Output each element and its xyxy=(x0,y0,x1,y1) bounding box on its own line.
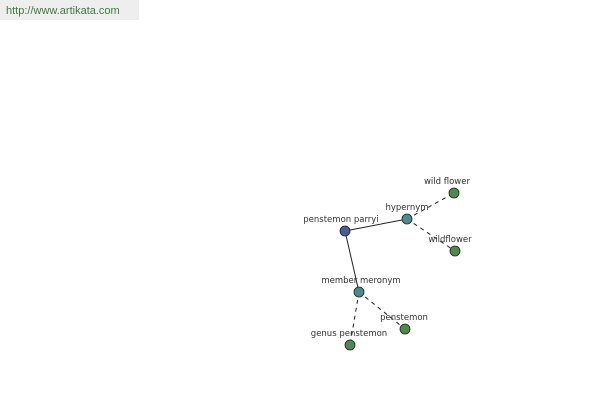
node-penstemon[interactable]: penstemon xyxy=(380,313,428,335)
node-marker-genus-penstemon[interactable] xyxy=(344,339,356,351)
edge-root-to-member-meronym xyxy=(344,230,360,293)
node-label-genus-penstemon: genus penstemon xyxy=(311,329,387,339)
node-hypernym[interactable]: hypernym xyxy=(385,203,429,225)
node-marker-root[interactable] xyxy=(339,225,351,237)
node-marker-penstemon[interactable] xyxy=(399,323,411,335)
edge-member-meronym-to-penstemon xyxy=(358,291,406,330)
node-marker-hypernym[interactable] xyxy=(401,213,413,225)
node-root[interactable]: penstemon parryi xyxy=(303,215,379,237)
node-label-wild-flower: wild flower xyxy=(424,177,471,187)
node-label-penstemon: penstemon xyxy=(380,313,428,323)
node-wildflower[interactable]: wildflower xyxy=(428,235,472,257)
edge-hypernym-to-wildflower xyxy=(406,218,456,252)
nodes-layer: penstemon parryi hypernym member meronym wi… xyxy=(303,177,472,351)
node-marker-wild-flower[interactable] xyxy=(448,187,460,199)
node-label-hypernym: hypernym xyxy=(385,203,428,213)
node-label-root: penstemon parryi xyxy=(303,215,378,225)
node-marker-member-meronym[interactable] xyxy=(353,286,365,298)
node-label-member-meronym: member meronym xyxy=(321,276,400,286)
node-label-wildflower: wildflower xyxy=(428,235,472,245)
node-genus-penstemon[interactable]: genus penstemon xyxy=(311,329,387,351)
edge-member-meronym-to-genus-penstemon xyxy=(349,291,360,346)
edges-layer xyxy=(344,192,456,346)
edge-hypernym-to-wild-flower xyxy=(406,192,455,220)
edge-root-to-hypernym xyxy=(344,218,408,232)
node-wild-flower[interactable]: wild flower xyxy=(424,177,471,199)
node-member-meronym[interactable]: member meronym xyxy=(321,276,401,298)
source-url[interactable]: http://www.artikata.com xyxy=(0,0,139,20)
node-marker-wildflower[interactable] xyxy=(449,245,461,257)
